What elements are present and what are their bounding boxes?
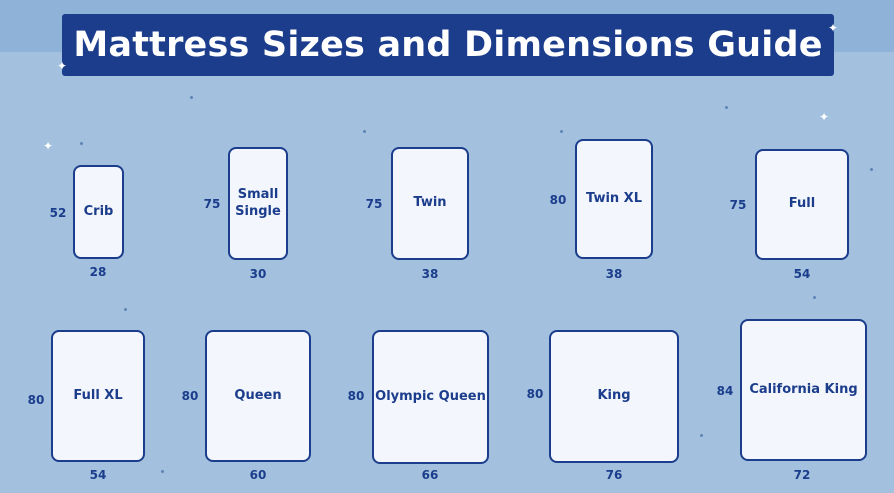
mattress-card-queen: Queen [205,330,311,462]
mattress-card-twin: Twin [391,147,469,260]
sparkle-icon: ✦ [818,110,830,124]
mattress-card-small-single: Small Single [228,147,288,260]
mattress-width-twin-xl: 38 [605,267,623,281]
mattress-length-king: 80 [526,387,544,401]
sparkle-icon: ✦ [56,59,68,73]
mattress-name: Full XL [73,387,123,403]
mattress-length-olympic-queen: 80 [347,389,365,403]
mattress-width-small-single: 30 [249,267,267,281]
mattress-width-king: 76 [605,468,623,482]
decor-dot [161,470,164,473]
mattress-card-twin-xl: Twin XL [575,139,653,259]
mattress-width-full: 54 [793,267,811,281]
sparkle-icon: ✦ [42,139,54,153]
mattress-name: Twin XL [586,190,642,206]
mattress-length-queen: 80 [181,389,199,403]
sparkle-icon: ✦ [827,21,839,35]
mattress-card-california-king: California King [740,319,867,461]
decor-dot [725,106,728,109]
mattress-card-crib: Crib [73,165,124,259]
decor-dot [813,296,816,299]
mattress-name: Full [788,196,816,212]
mattress-width-olympic-queen: 66 [421,468,439,482]
mattress-length-small-single: 75 [203,197,221,211]
mattress-width-california-king: 72 [793,468,811,482]
decor-dot [870,168,873,171]
page-title: Mattress Sizes and Dimensions Guide [73,25,823,65]
mattress-card-full: Full [755,149,849,260]
decor-dot [700,434,703,437]
mattress-name: Queen [234,387,282,403]
mattress-card-king: King [549,330,679,463]
mattress-name: Twin [413,195,447,211]
mattress-card-olympic-queen: Olympic Queen [372,330,489,464]
mattress-name: California King [749,381,858,397]
mattress-length-twin: 75 [365,197,383,211]
decor-dot [124,308,127,311]
mattress-name: King [597,388,631,404]
mattress-name: Small Single [235,186,281,219]
mattress-card-full-xl: Full XL [51,330,145,462]
mattress-length-california-king: 84 [716,384,734,398]
mattress-width-crib: 28 [89,265,107,279]
mattress-length-twin-xl: 80 [549,193,567,207]
decor-dot [560,130,563,133]
decor-dot [190,96,193,99]
decor-dot [80,142,83,145]
mattress-length-full: 75 [729,198,747,212]
mattress-name: Olympic Queen [375,388,486,404]
mattress-length-full-xl: 80 [27,393,45,407]
decor-dot [363,130,366,133]
mattress-length-crib: 52 [49,206,67,220]
mattress-name: Crib [83,203,114,219]
mattress-width-twin: 38 [421,267,439,281]
mattress-width-queen: 60 [249,468,267,482]
mattress-width-full-xl: 54 [89,468,107,482]
title-banner: Mattress Sizes and Dimensions Guide [62,14,834,76]
